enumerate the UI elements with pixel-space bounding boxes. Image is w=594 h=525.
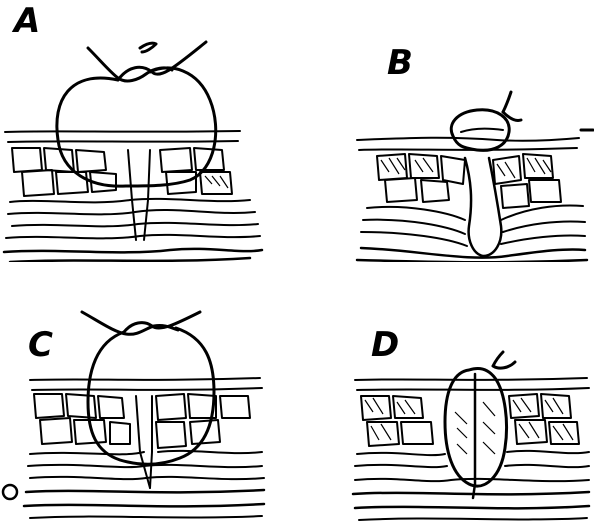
panel-b: B (297, 0, 594, 262)
epidermis-cells-right (509, 394, 579, 444)
suture-knot (88, 48, 172, 81)
wound-cleft (144, 150, 150, 240)
skin-surface-line (32, 388, 262, 390)
epidermis-cells-left (361, 396, 433, 446)
panel-d-drawing (297, 262, 594, 524)
skin-surface-line (357, 138, 579, 141)
epidermis-cells-left (377, 154, 465, 202)
skin-surface-line (357, 388, 589, 390)
panel-a-drawing (0, 0, 297, 262)
epidermis-cells-left (12, 148, 116, 196)
epidermis-cells-right (493, 154, 561, 208)
panel-label-d: D (371, 328, 399, 362)
wound-cleft (128, 150, 136, 240)
suture-knot (82, 312, 178, 334)
panel-a: A (0, 0, 297, 262)
skin-surface-line (5, 131, 240, 132)
panel-c: C (0, 262, 297, 524)
panel-c-drawing (0, 262, 297, 524)
corner-mark (3, 485, 17, 499)
panel-d: D (297, 262, 594, 524)
dermis-lines (357, 206, 587, 262)
suture-end (118, 42, 206, 80)
suture-knot (493, 352, 515, 368)
dead-space (465, 158, 501, 256)
panel-label-c: C (28, 328, 53, 362)
suture-end (503, 92, 511, 112)
panel-label-b: B (387, 46, 413, 80)
suture-loop-inner (461, 129, 503, 132)
panel-label-a: A (14, 4, 40, 38)
epidermis-cells-right (160, 148, 232, 194)
wound-cleft (150, 396, 152, 488)
panel-b-drawing (297, 0, 594, 262)
wound-cleft (136, 396, 150, 488)
dermis-lines (24, 451, 264, 518)
skin-surface-line (8, 141, 238, 142)
skin-surface-line (30, 378, 260, 380)
suture-end (124, 312, 200, 332)
epidermis-cells-left (34, 394, 130, 444)
suture-tag (140, 43, 156, 52)
skin-surface-line (355, 378, 587, 380)
